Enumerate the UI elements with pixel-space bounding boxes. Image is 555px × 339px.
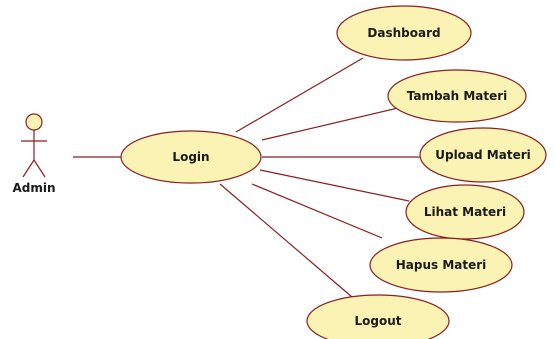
assoc-login-lihat-materi bbox=[259, 169, 410, 202]
usecase-lihat-materi-label: Lihat Materi bbox=[424, 205, 506, 219]
usecase-dashboard-label: Dashboard bbox=[367, 26, 440, 40]
usecase-upload-materi-label: Upload Materi bbox=[435, 148, 531, 162]
assoc-login-tambah-materi bbox=[261, 107, 399, 141]
assoc-login-logout bbox=[219, 183, 353, 298]
actor-admin: Admin bbox=[12, 113, 56, 195]
assoc-login-dashboard bbox=[235, 57, 364, 133]
usecase-upload-materi: Upload Materi bbox=[419, 127, 547, 183]
usecase-dashboard: Dashboard bbox=[336, 5, 472, 61]
usecase-lihat-materi: Lihat Materi bbox=[405, 184, 525, 240]
assoc-login-hapus-materi bbox=[251, 183, 383, 239]
usecase-login: Login bbox=[120, 130, 262, 184]
usecase-tambah-materi: Tambah Materi bbox=[387, 69, 527, 123]
usecase-logout-label: Logout bbox=[354, 314, 401, 328]
stick-figure-icon bbox=[21, 113, 47, 178]
actor-label: Admin bbox=[12, 181, 55, 195]
usecase-hapus-materi-label: Hapus Materi bbox=[396, 258, 487, 272]
usecase-logout: Logout bbox=[306, 294, 450, 339]
associations bbox=[73, 57, 423, 298]
usecase-login-label: Login bbox=[172, 150, 209, 164]
usecase-tambah-materi-label: Tambah Materi bbox=[407, 89, 508, 103]
usecase-hapus-materi: Hapus Materi bbox=[369, 237, 513, 293]
